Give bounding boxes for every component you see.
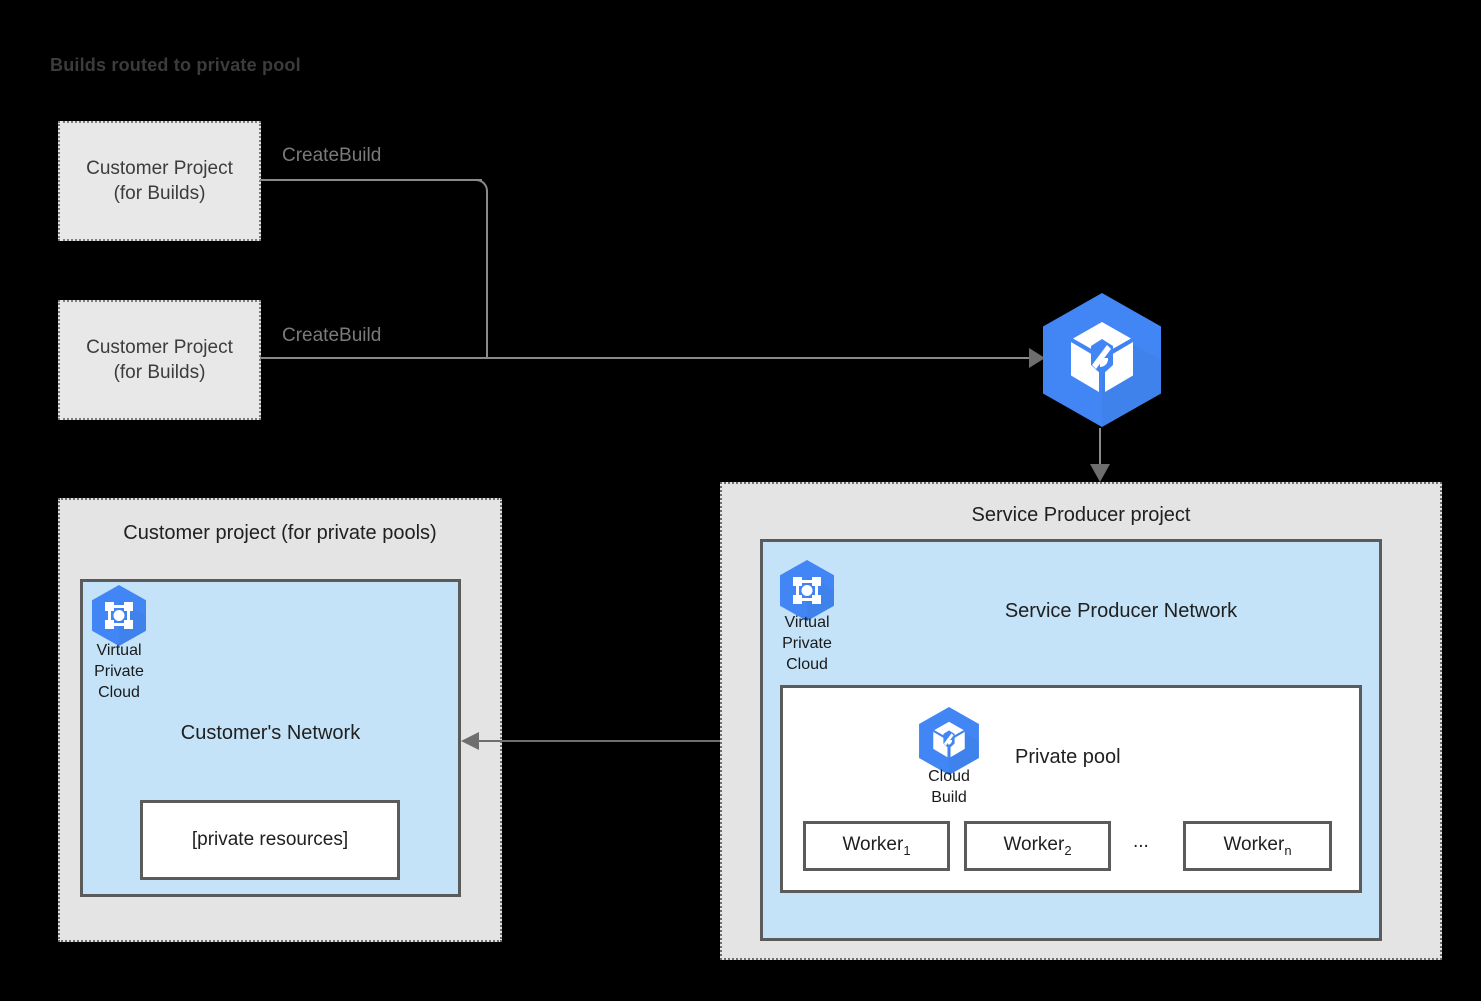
customer-build-project-label-1-line1: Customer Project xyxy=(86,157,233,179)
private-pool-title: Private pool xyxy=(1015,746,1121,768)
customer-build-project-label-2-line1: Customer Project xyxy=(86,336,233,358)
cloud-build-caption-line-2: Build xyxy=(931,789,967,807)
createbuild-edge-label-1: CreateBuild xyxy=(282,145,382,166)
arrowhead-to-cloud-build-icon xyxy=(1029,348,1045,368)
vpc-caption-line-3: Cloud xyxy=(786,656,828,674)
connector-vertical xyxy=(486,191,488,358)
connector-cloudbuild-to-producer xyxy=(1099,428,1101,470)
vpc-caption-line-2: Private xyxy=(782,635,832,653)
customer-project-title: Customer project (for private pools) xyxy=(123,522,437,544)
private-resources-label: [private resources] xyxy=(191,829,349,850)
worker-box-2[interactable]: Worker2 xyxy=(964,821,1111,871)
cloud-build-icon xyxy=(919,707,979,775)
customer-build-project-label-1-line2: (for Builds) xyxy=(113,183,206,204)
worker-subscript-1: 1 xyxy=(903,842,911,858)
private-resources-box[interactable]: [private resources] xyxy=(140,800,400,880)
service-producer-network-title: Service Producer Network xyxy=(1004,600,1238,622)
page-title: Builds routed to private pool xyxy=(50,55,301,75)
worker-label-2: Worker xyxy=(1003,834,1065,856)
worker-ellipsis: ... xyxy=(1133,831,1149,852)
worker-subscript-n: n xyxy=(1284,842,1292,858)
vpc-caption-line-2: Private xyxy=(94,663,144,681)
cloud-build-caption-line-1: Cloud xyxy=(928,768,970,785)
customers-network-title: Customer's Network xyxy=(180,722,361,744)
worker-box-n[interactable]: Workern xyxy=(1183,821,1332,871)
customer-build-project-label-2-line2: (for Builds) xyxy=(113,362,206,383)
customer-build-project-box-1[interactable]: Customer Project (for Builds) xyxy=(58,121,261,241)
virtual-private-cloud-caption-customer: Virtual Private Cloud xyxy=(84,640,154,703)
vpc-caption-line-3: Cloud xyxy=(98,684,140,702)
network-link-line xyxy=(478,740,760,742)
vpc-caption-line-1: Virtual xyxy=(96,642,142,659)
worker-subscript-2: 2 xyxy=(1064,842,1072,858)
cloud-build-icon xyxy=(1043,293,1161,427)
worker-label-n: Worker xyxy=(1223,834,1285,856)
worker-label-1: Worker xyxy=(842,834,904,856)
connector-bottom-horizontal xyxy=(260,357,1040,359)
connector-top-horizontal xyxy=(260,179,482,181)
vpc-caption-line-1: Virtual xyxy=(784,614,830,631)
virtual-private-cloud-icon xyxy=(92,585,146,646)
worker-box-1[interactable]: Worker1 xyxy=(803,821,950,871)
service-producer-project-title: Service Producer project xyxy=(971,504,1191,526)
network-link-arrowhead-left xyxy=(461,732,479,750)
customer-build-project-box-2[interactable]: Customer Project (for Builds) xyxy=(58,300,261,420)
arrowhead-to-service-producer-project xyxy=(1090,464,1110,482)
private-pool-box[interactable]: Private pool Worker1 Worker2 ... Workern xyxy=(780,685,1362,893)
connector-top-corner xyxy=(472,179,488,195)
virtual-private-cloud-icon xyxy=(780,560,834,621)
cloud-build-caption: Cloud Build xyxy=(915,766,983,808)
virtual-private-cloud-caption-producer: Virtual Private Cloud xyxy=(772,612,842,675)
createbuild-edge-label-2: CreateBuild xyxy=(282,325,382,346)
